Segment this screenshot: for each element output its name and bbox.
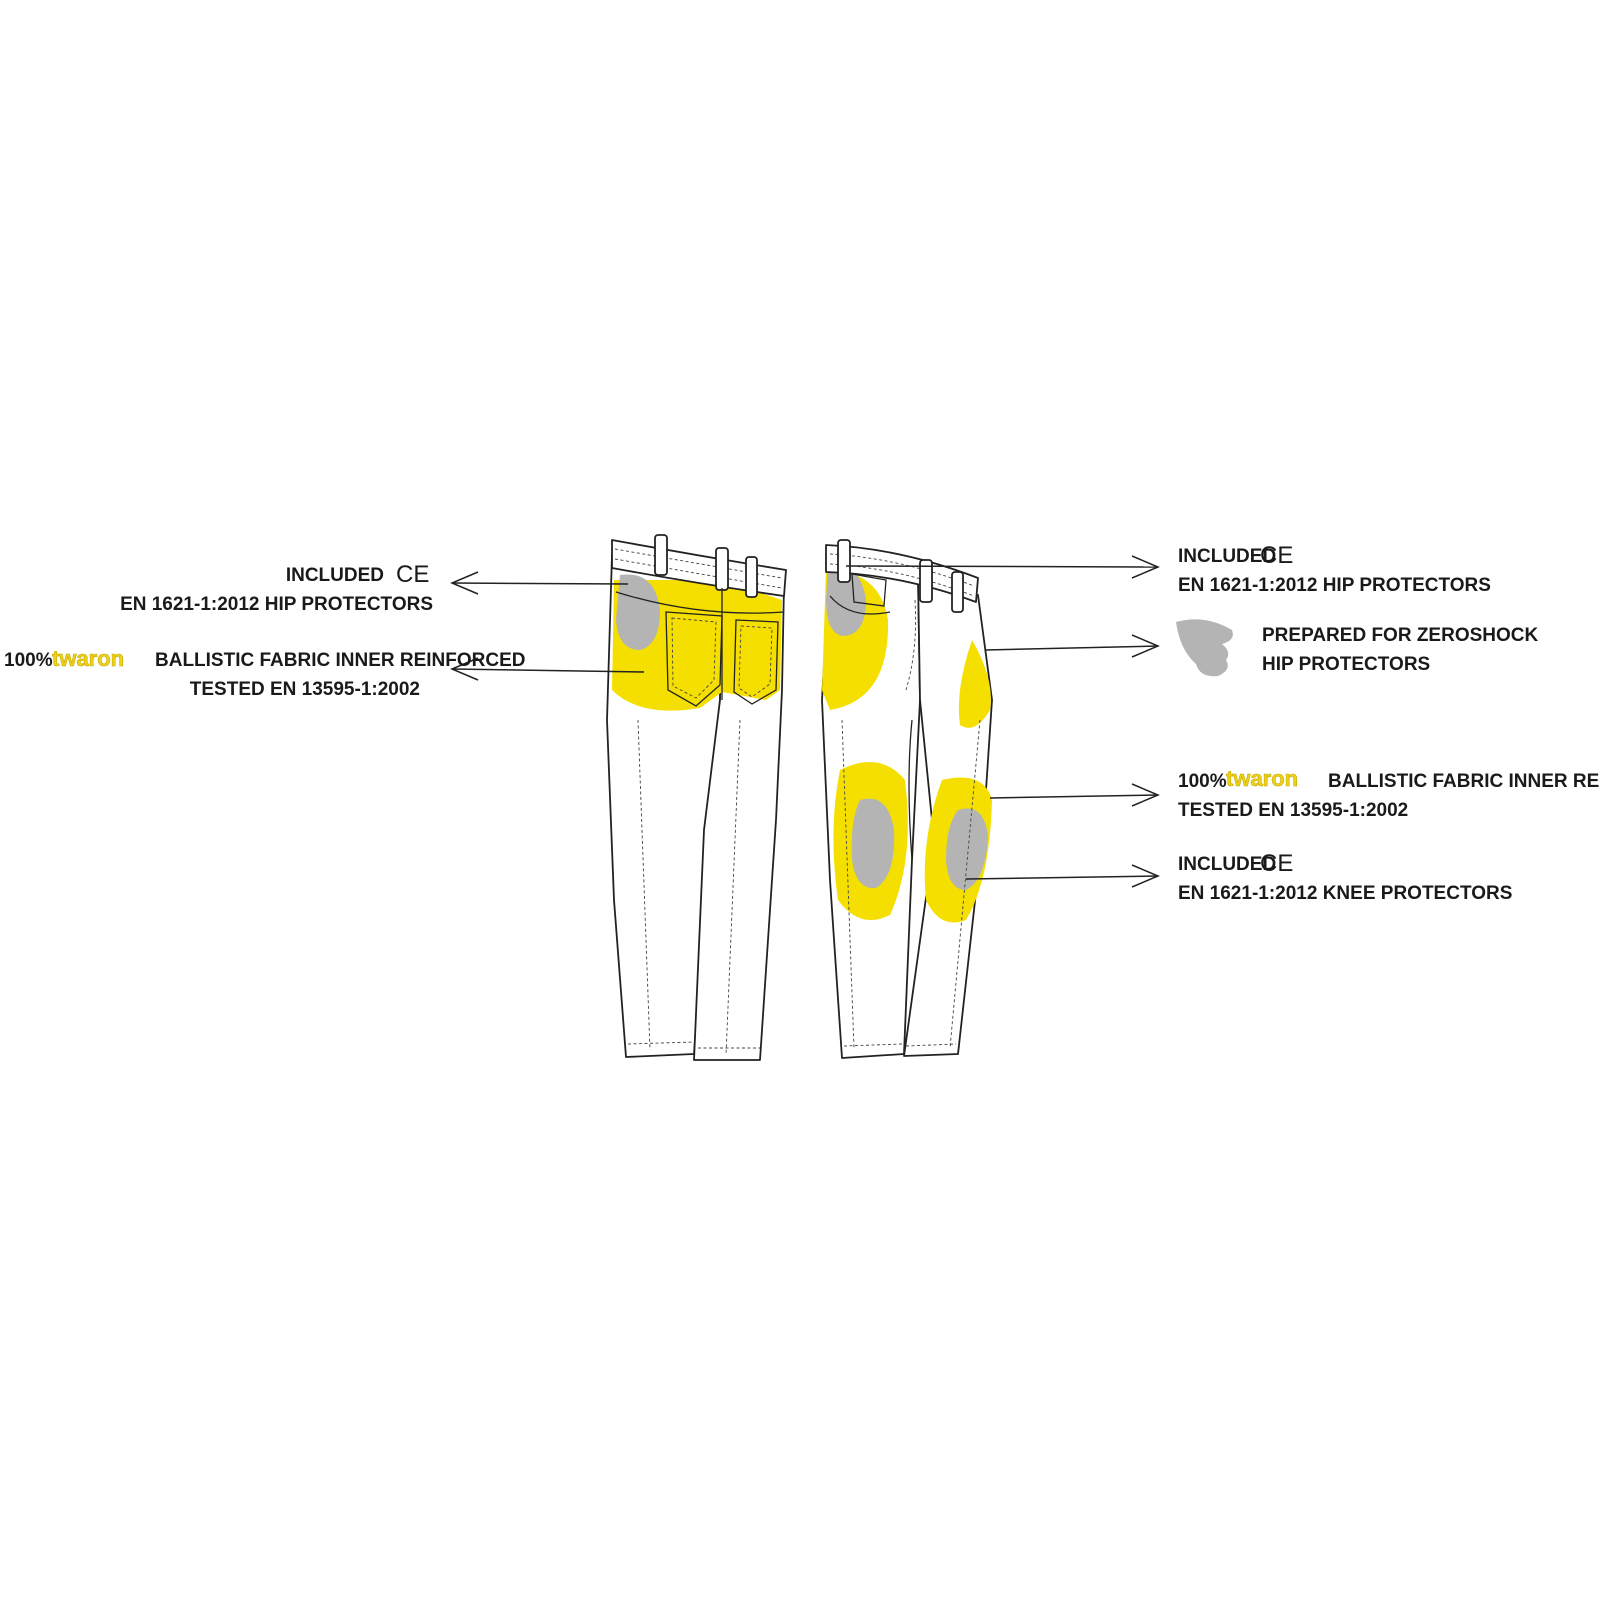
front-right-hip-reinforcement (958, 640, 991, 728)
twaron-logo: twaron (52, 646, 124, 671)
callout-left-twaron: 100% twaron BALLISTIC FABRIC INNER REINF… (4, 646, 526, 700)
front-hip-protector (826, 565, 866, 636)
arrow-zeroshock (985, 645, 1159, 651)
arrow-right-hip (845, 565, 1159, 568)
callout-right-hip-line1: INCLUDED (1178, 546, 1276, 567)
callout-left-twaron-line2: TESTED EN 13595-1:2002 (190, 679, 420, 700)
arrows (450, 555, 1160, 888)
back-right-pocket (733, 619, 779, 705)
back-hip-protector (616, 574, 660, 650)
callout-right-twaron-line2: TESTED EN 13595-1:2002 (1178, 800, 1408, 821)
front-coin-pocket (851, 573, 887, 607)
front-right-knee-protector (946, 808, 988, 890)
callout-zeroshock-line1: PREPARED FOR ZEROSHOCK (1262, 625, 1539, 646)
callout-right-twaron-prefix: 100% (1178, 771, 1227, 792)
callout-left-hip-line1: INCLUDED (286, 565, 384, 586)
callout-zeroshock: PREPARED FOR ZEROSHOCK HIP PROTECTORS (1176, 619, 1539, 677)
ce-mark-icon: CE (1260, 850, 1293, 877)
callout-knee-line2: EN 1621-1:2012 KNEE PROTECTORS (1178, 883, 1512, 904)
callout-left-twaron-line1: BALLISTIC FABRIC INNER REINFORCED (155, 650, 526, 671)
callout-zeroshock-line2: HIP PROTECTORS (1262, 654, 1430, 675)
callout-left-hip: INCLUDED CE EN 1621-1:2012 HIP PROTECTOR… (120, 561, 433, 615)
arrow-knee (965, 875, 1159, 880)
arrow-right-twaron (989, 794, 1159, 799)
arrow-left-twaron (451, 668, 645, 673)
callout-left-hip-line2: EN 1621-1:2012 HIP PROTECTORS (120, 594, 433, 615)
ce-mark-icon: CE (1260, 542, 1293, 569)
arrow-left-hip (451, 582, 629, 585)
zeroshock-protector-icon (1176, 619, 1233, 677)
callout-knee: INCLUDED CE EN 1621-1:2012 KNEE PROTECTO… (1178, 850, 1512, 904)
front-left-knee-protector (851, 798, 895, 889)
front-waistband (825, 544, 979, 603)
twaron-logo: twaron (1226, 766, 1298, 791)
jeans-back-view (606, 534, 787, 1061)
callout-left-twaron-prefix: 100% (4, 650, 53, 671)
back-left-pocket (665, 611, 723, 707)
ce-mark-icon: CE (396, 561, 429, 588)
jeans-front-view (821, 539, 993, 1059)
callout-right-twaron: 100% twaron BALLISTIC FABRIC INNER REINF… (1178, 766, 1600, 821)
callout-knee-line1: INCLUDED (1178, 854, 1276, 875)
callout-right-twaron-line1: BALLISTIC FABRIC INNER REINFORCED (1328, 771, 1600, 792)
callout-right-hip: INCLUDED CE EN 1621-1:2012 HIP PROTECTOR… (1178, 542, 1491, 596)
callout-right-hip-line2: EN 1621-1:2012 HIP PROTECTORS (1178, 575, 1491, 596)
